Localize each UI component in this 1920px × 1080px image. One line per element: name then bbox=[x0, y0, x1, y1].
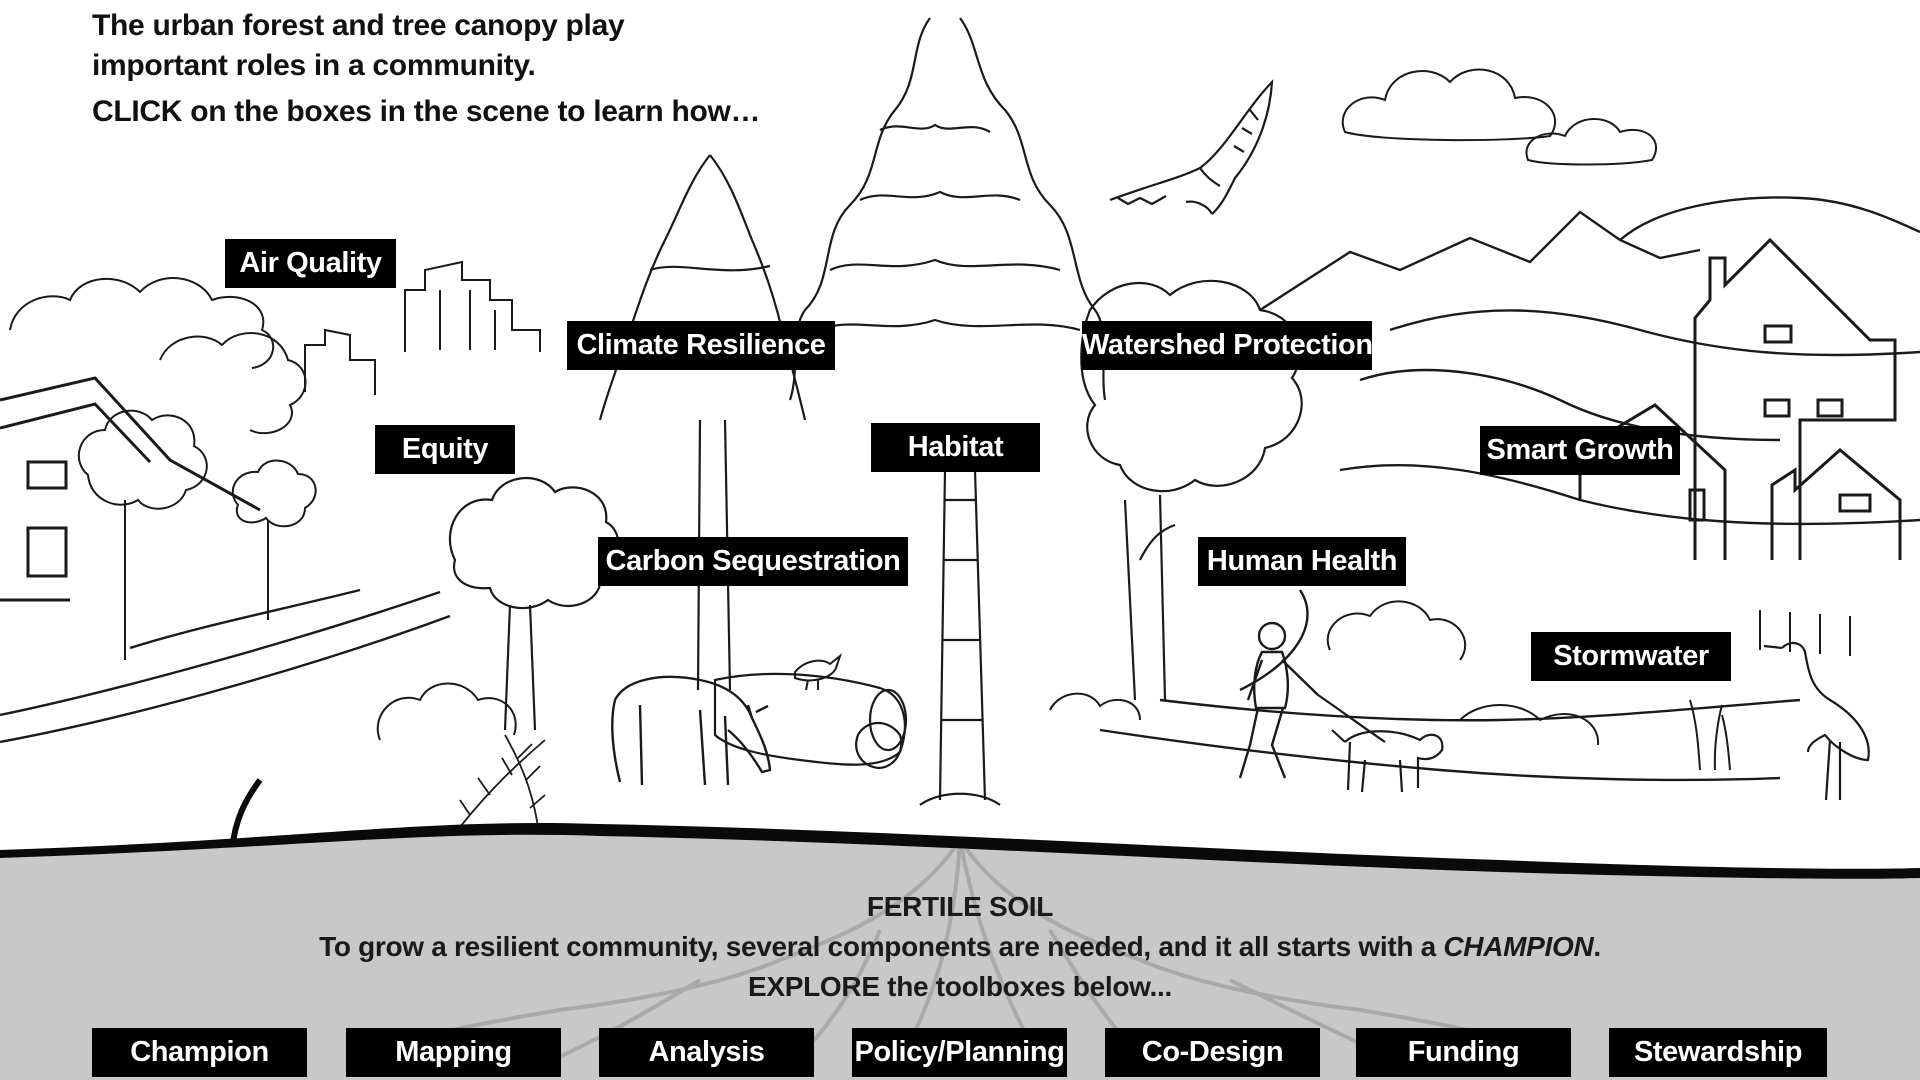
fallen-log bbox=[713, 672, 908, 770]
equity-box[interactable]: Equity bbox=[375, 425, 515, 474]
soil-description: To grow a resilient community, several c… bbox=[0, 929, 1920, 965]
champion-emphasis: CHAMPION bbox=[1443, 931, 1594, 962]
dog-drawing bbox=[1317, 694, 1444, 793]
watershed-protection-box[interactable]: Watershed Protection bbox=[1082, 321, 1373, 370]
soil-description-text: To grow a resilient community, several c… bbox=[319, 931, 1444, 962]
toolbox-mapping[interactable]: Mapping bbox=[346, 1028, 561, 1077]
toolbox-policy-planning[interactable]: Policy/Planning bbox=[852, 1028, 1067, 1077]
deer-drawing bbox=[611, 675, 772, 786]
smart-growth-box[interactable]: Smart Growth bbox=[1480, 426, 1680, 475]
right-deciduous-tree bbox=[1080, 279, 1303, 701]
stormwater-box[interactable]: Stormwater bbox=[1531, 632, 1731, 681]
soil-title: FERTILE SOIL bbox=[866, 891, 1054, 922]
street-left bbox=[0, 588, 451, 744]
oak-tree bbox=[448, 477, 620, 731]
toolbox-stewardship[interactable]: Stewardship bbox=[1609, 1028, 1827, 1077]
heron-drawing bbox=[1763, 642, 1870, 801]
left-conifer-tree bbox=[598, 154, 807, 691]
mountain-range bbox=[1259, 196, 1920, 526]
air-quality-box[interactable]: Air Quality bbox=[225, 239, 396, 288]
intro-line-2: important roles in a community. bbox=[92, 49, 536, 82]
house-left bbox=[0, 376, 261, 602]
tall-fir-tree bbox=[788, 17, 1107, 806]
habitat-box[interactable]: Habitat bbox=[871, 423, 1040, 472]
soil-description-end: . bbox=[1593, 931, 1601, 962]
toolbox-champion[interactable]: Champion bbox=[92, 1028, 307, 1077]
songbird-drawing bbox=[794, 653, 843, 691]
shrubs bbox=[376, 600, 1600, 746]
background-trees-left bbox=[9, 277, 317, 660]
toolbox-analysis[interactable]: Analysis bbox=[599, 1028, 814, 1077]
fertile-soil-area bbox=[0, 834, 1920, 1080]
reeds bbox=[1689, 610, 1851, 771]
toolbox-co-design[interactable]: Co-Design bbox=[1105, 1028, 1320, 1077]
intro-text: The urban forest and tree canopy play im… bbox=[92, 6, 761, 132]
houses-right bbox=[1578, 237, 1902, 560]
intro-call-to-action: CLICK on the boxes in the scene to learn… bbox=[92, 95, 761, 128]
soil-explore-text: EXPLORE the toolboxes below... bbox=[747, 971, 1173, 1002]
cloud-drawing bbox=[1341, 68, 1658, 166]
toolbox-funding[interactable]: Funding bbox=[1356, 1028, 1571, 1077]
woman-walking-drawing bbox=[1238, 621, 1319, 779]
city-skyline bbox=[304, 260, 541, 395]
hawk-drawing bbox=[1109, 79, 1274, 215]
human-health-box[interactable]: Human Health bbox=[1198, 537, 1406, 586]
carbon-sequestration-box[interactable]: Carbon Sequestration bbox=[598, 537, 908, 586]
ground-lip bbox=[229, 778, 263, 851]
walking-path bbox=[1099, 589, 1801, 782]
climate-resilience-box[interactable]: Climate Resilience bbox=[567, 321, 835, 370]
intro-line-1: The urban forest and tree canopy play bbox=[92, 9, 625, 42]
